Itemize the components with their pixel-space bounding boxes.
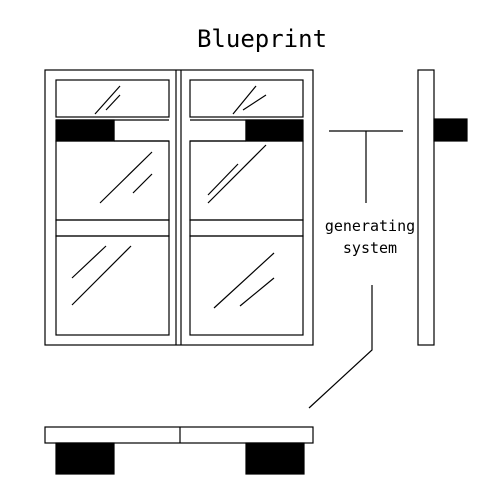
front-elevation <box>44 69 314 346</box>
generating-system-label-line2: system <box>343 239 397 257</box>
right-sash <box>189 79 304 336</box>
side-black-block <box>433 118 468 142</box>
generating-system-label-line1: generating <box>325 217 415 235</box>
glare-line <box>239 277 275 307</box>
side-frame <box>417 69 435 346</box>
connector-lead-line <box>308 285 373 409</box>
glare-line <box>71 245 132 306</box>
glare-line <box>232 85 257 115</box>
glare-line <box>71 245 107 279</box>
left-sash <box>55 79 170 336</box>
connector <box>308 130 403 409</box>
glare-line <box>105 94 121 111</box>
left-top-pane <box>55 79 170 118</box>
bottom-plan <box>44 426 314 475</box>
diagram-title: Blueprint <box>197 25 327 53</box>
right-bottom-pane <box>189 235 304 336</box>
left-bottom-pane <box>55 235 170 336</box>
right-black-hinge <box>245 119 304 142</box>
glare-line <box>207 144 267 204</box>
left-black-hinge <box>55 119 115 142</box>
glare-line <box>99 151 153 204</box>
glare-line <box>94 85 121 115</box>
plan-right-block <box>245 442 305 475</box>
glare-line <box>213 252 275 309</box>
side-section <box>417 69 468 346</box>
glare-line <box>132 173 153 194</box>
glare-line <box>242 94 267 111</box>
plan-frame <box>44 426 314 444</box>
right-top-pane <box>189 79 304 118</box>
glare-line <box>207 163 239 196</box>
plan-left-block <box>55 442 115 475</box>
outer-frame <box>44 69 314 346</box>
